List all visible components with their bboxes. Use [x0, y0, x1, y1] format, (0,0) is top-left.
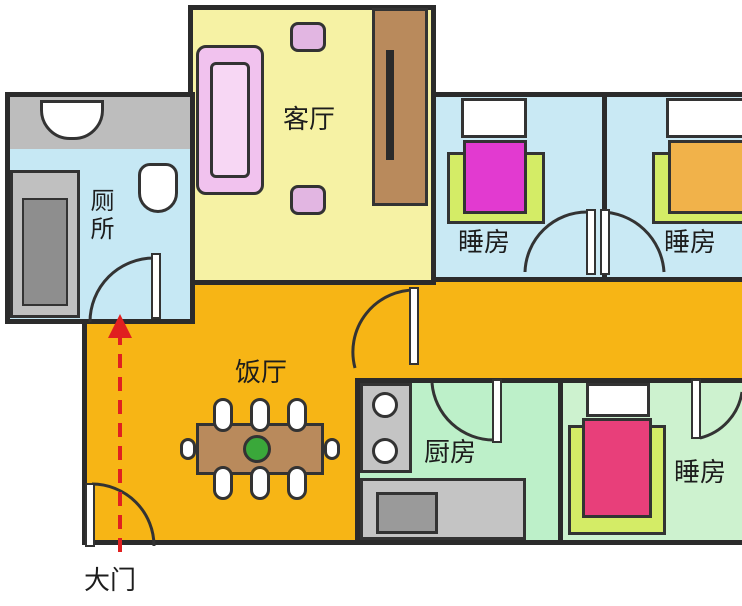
toilet-label: 厕所	[86, 188, 114, 244]
door-leaf	[409, 287, 419, 365]
door-arc	[91, 482, 156, 547]
bathtub-inner	[22, 198, 68, 306]
chair-icon	[180, 438, 196, 460]
entry-arrow-head	[108, 314, 132, 338]
chair-icon	[250, 466, 270, 500]
chair-icon	[287, 466, 307, 500]
door-arc	[699, 391, 742, 440]
burner-icon	[372, 392, 398, 418]
sofa-seat	[210, 62, 250, 178]
plant-icon	[243, 435, 271, 463]
door-leaf	[492, 379, 502, 443]
tv-cabinet	[372, 8, 428, 206]
door-arc	[599, 210, 666, 273]
door-arc	[430, 382, 495, 442]
door-leaf	[151, 253, 161, 319]
bed-blanket	[463, 140, 527, 214]
main-door-label: 大门	[84, 566, 137, 596]
door-leaf	[600, 209, 610, 275]
pillow-icon	[666, 98, 742, 138]
armchair-icon	[290, 185, 326, 215]
kitchen-label: 厨房	[424, 438, 477, 468]
pillow-icon	[586, 383, 650, 417]
chair-icon	[250, 398, 270, 432]
chair-icon	[324, 438, 340, 460]
chair-icon	[287, 398, 307, 432]
bed-blanket	[582, 418, 652, 518]
living-room-label: 客厅	[283, 105, 336, 135]
bedroom-bottom-label: 睡房	[674, 458, 727, 488]
door-arc	[351, 288, 418, 369]
door-arc	[88, 256, 155, 323]
door-leaf	[586, 209, 596, 275]
pillow-icon	[461, 98, 527, 138]
kitchen-sink-icon	[376, 492, 438, 534]
bedroom-right-label: 睡房	[664, 228, 717, 258]
chair-icon	[213, 466, 233, 500]
burner-icon	[372, 438, 398, 464]
armchair-icon	[290, 22, 326, 52]
bedroom-left-label: 睡房	[458, 228, 511, 258]
chair-icon	[213, 398, 233, 432]
door-leaf	[691, 379, 701, 439]
bed-blanket	[668, 140, 742, 214]
tv-icon	[386, 50, 394, 160]
door-arc	[523, 210, 588, 273]
toilet-icon	[138, 163, 178, 213]
door-leaf	[85, 483, 95, 547]
dining-room-label: 饭厅	[235, 358, 288, 388]
